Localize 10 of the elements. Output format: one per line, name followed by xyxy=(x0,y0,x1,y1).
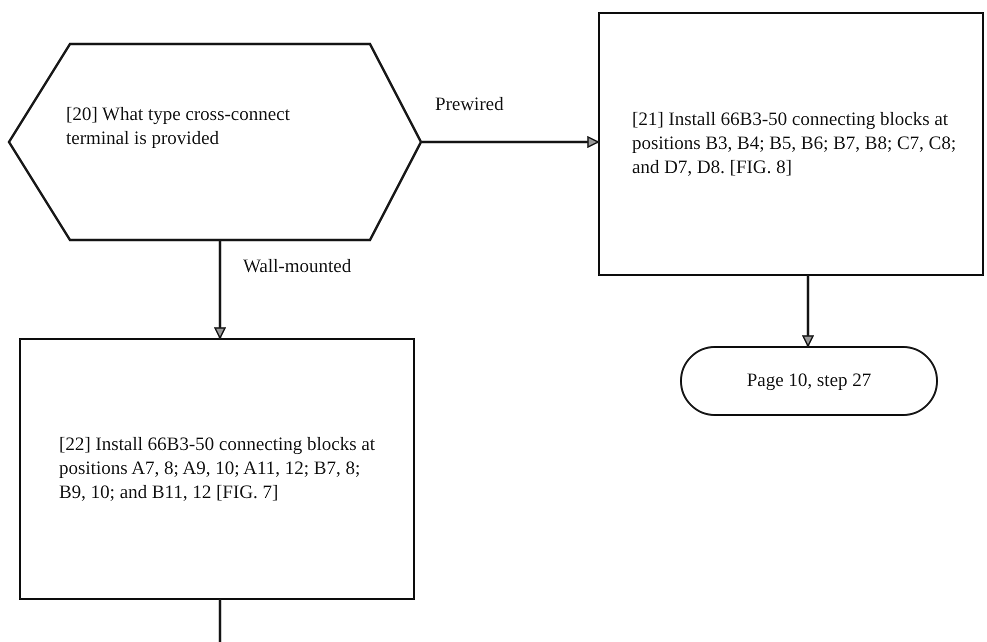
arrow xyxy=(214,241,226,339)
node-text: [20] What type cross-connect terminal is provided xyxy=(65,103,291,151)
process-box xyxy=(19,338,415,600)
arrow xyxy=(802,276,814,347)
node-text: [21] Install 66B3-50 connecting blocks at positions B3, B4; B5, B6; B7, B8; C7, C8; and D7, D8. [FIG. 8] xyxy=(631,108,958,180)
node-text: [22] Install 66B3-50 connecting blocks at positions A7, 8; A9, 10; A11, 12; B7, 8; B9, 10; and B11, 12 [FIG. 7] xyxy=(58,433,376,505)
arrow xyxy=(422,136,599,148)
decision-hexagon xyxy=(8,43,422,241)
node-text: Page 10, step 27 xyxy=(746,369,872,393)
process-box xyxy=(598,12,984,276)
